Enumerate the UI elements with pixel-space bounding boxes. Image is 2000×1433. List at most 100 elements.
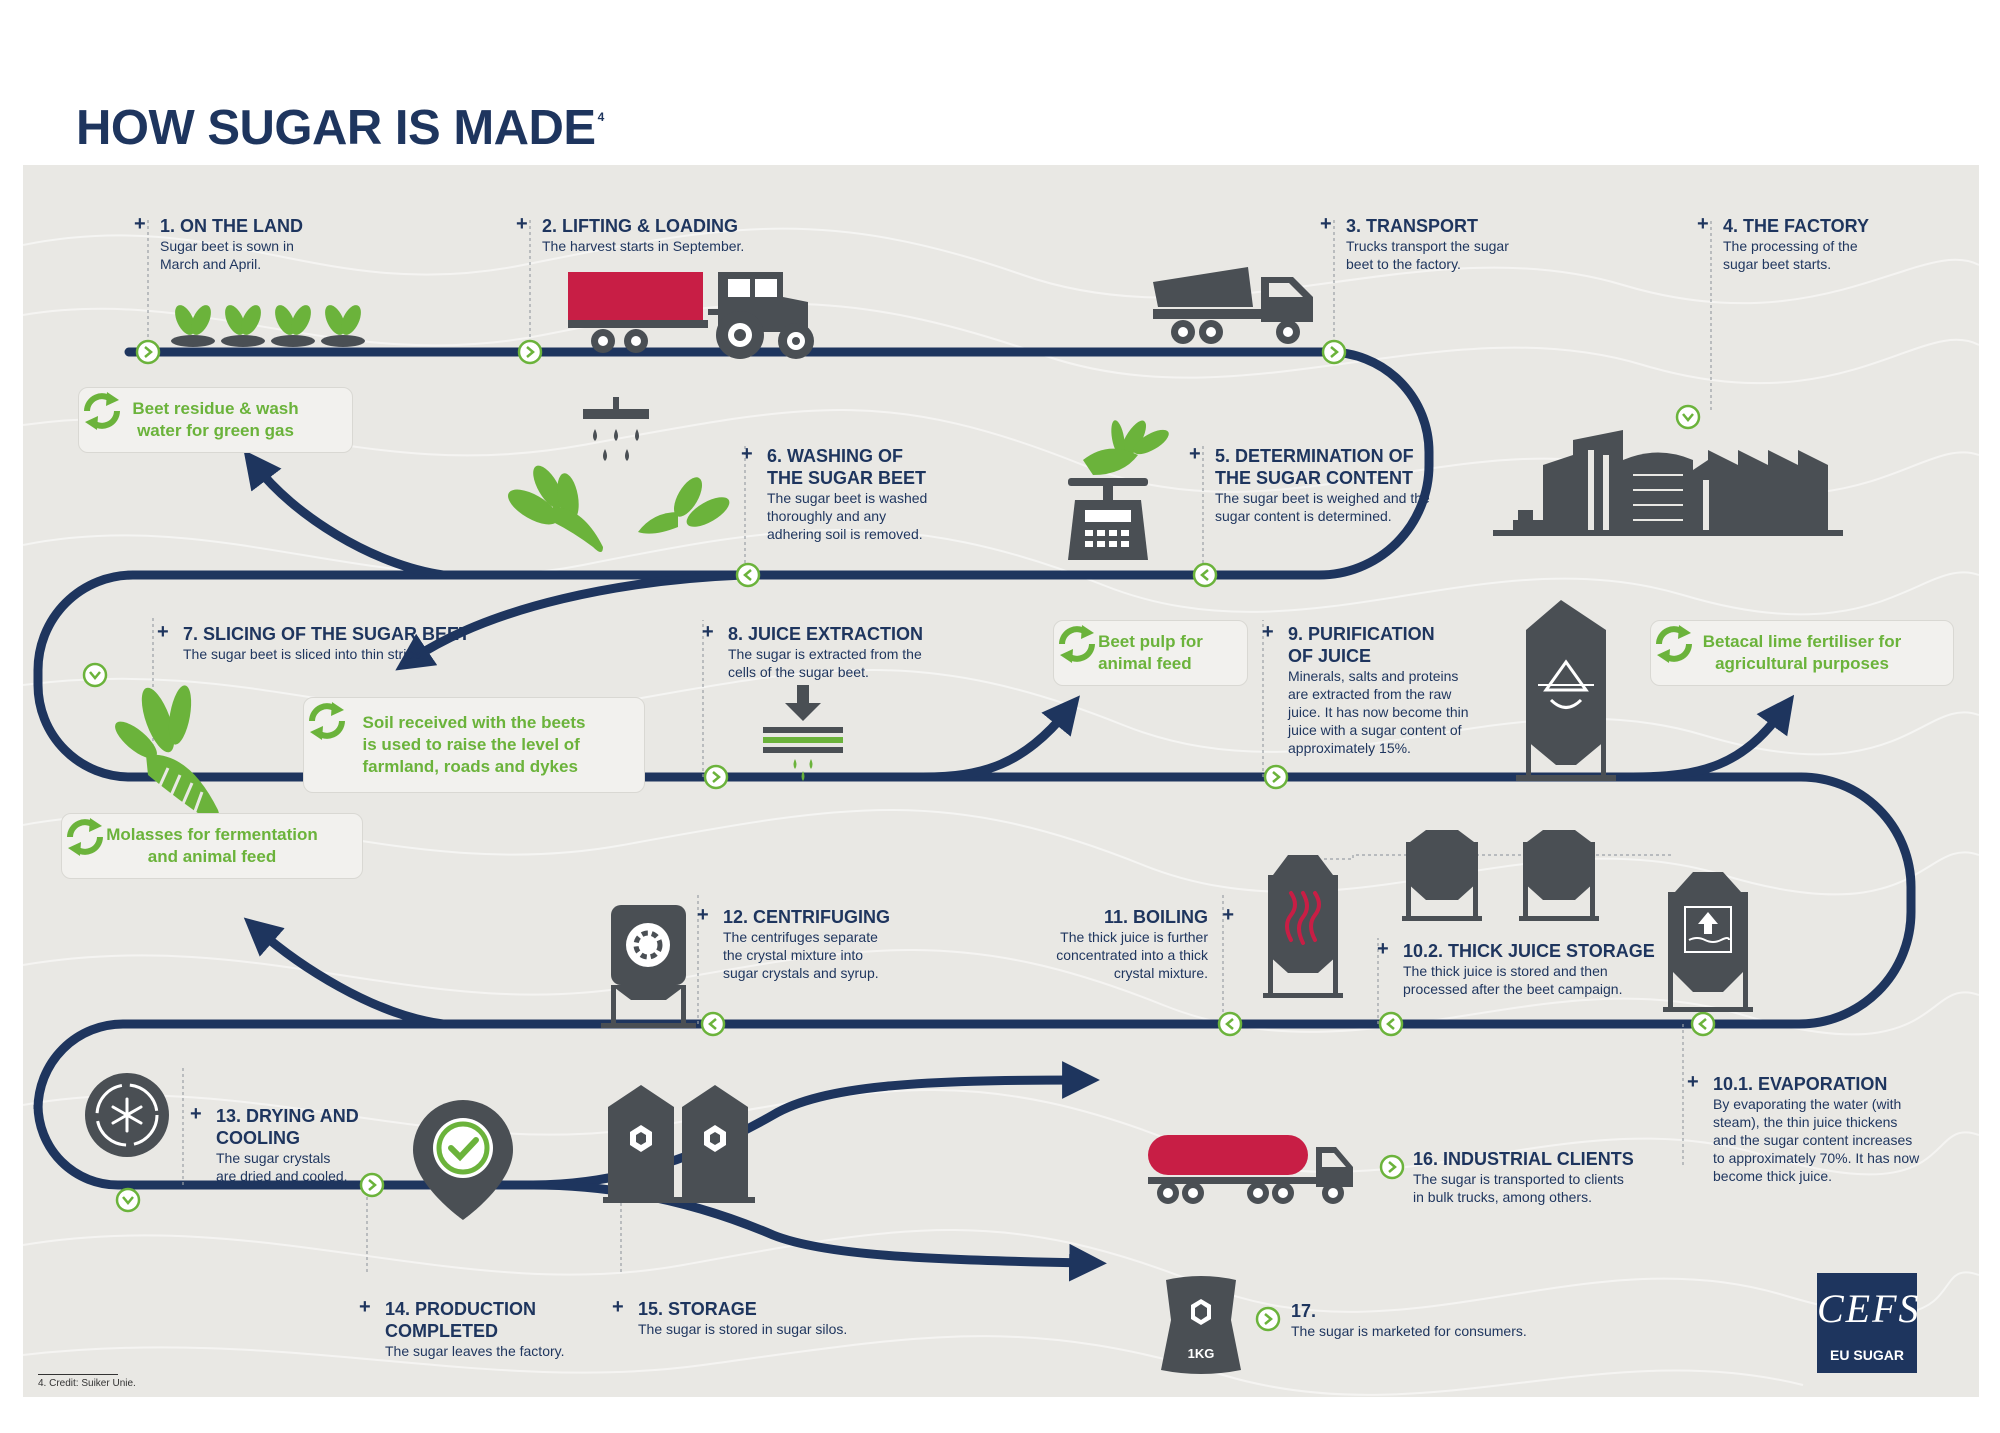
step-title: 4. THE FACTORY (1723, 216, 1870, 236)
step-title: 10.2. THICK JUICE STORAGE (1403, 941, 1655, 961)
storage-tank-icon (1519, 830, 1599, 921)
plus-icon: + (516, 213, 528, 235)
plus-icon: + (1262, 621, 1274, 643)
plus-icon: + (190, 1103, 202, 1125)
plus-icon: + (157, 621, 169, 643)
step-title: 15. STORAGE (638, 1299, 757, 1319)
dump-truck-icon (1153, 267, 1313, 344)
node-3 (1321, 339, 1347, 365)
sliced-beet-icon (115, 685, 220, 822)
step-title-2: COMPLETED (385, 1321, 499, 1341)
process-path (33, 347, 1916, 1190)
step-10-2: + 10.2. THICK JUICE STORAGE The thick ju… (1377, 938, 1655, 998)
node-10-1 (1690, 1011, 1716, 1037)
path-nodes (82, 339, 1716, 1332)
step-3: + 3. TRANSPORT Trucks transport the suga… (1320, 213, 1509, 273)
step-15: + 15. STORAGE The sugar is stored in sug… (612, 1296, 848, 1338)
step-desc: The sugar leaves the factory. (385, 1343, 565, 1359)
footnote-divider (38, 1374, 118, 1375)
step-10-1: + 10.1. EVAPORATION By evaporating the w… (1687, 1071, 1920, 1185)
centrifuge-icon (601, 905, 696, 1028)
drying-cooling-icon (85, 1073, 169, 1157)
step-title: 2. LIFTING & LOADING (542, 216, 738, 236)
beet-seedlings-icon (171, 305, 365, 347)
plus-icon: + (1687, 1071, 1699, 1093)
plus-icon: + (612, 1296, 624, 1318)
footnote: 4. Credit: Suiker Unie. (38, 1378, 136, 1389)
bag-label: 1KG (1188, 1346, 1215, 1361)
diagram-panel: 1KG + 1. ON THE LAND Sugar beet is sown … (23, 165, 1979, 1397)
recycle-icon (67, 818, 103, 856)
node-16 (1379, 1154, 1405, 1180)
step-title: 16. INDUSTRIAL CLIENTS (1413, 1149, 1634, 1169)
recycle-icon (1059, 625, 1095, 663)
step-title: 17. (1291, 1301, 1317, 1321)
step-title: 14. PRODUCTION (385, 1299, 537, 1319)
plus-icon: + (1222, 904, 1234, 926)
sugar-silos-icon (603, 1085, 755, 1203)
plus-icon: + (702, 621, 714, 643)
logo-mark: CEFS (1817, 1286, 1921, 1331)
step-14: + 14. PRODUCTION COMPLETED The sugar lea… (359, 1296, 565, 1360)
step-title: 6. WASHING OF (767, 446, 904, 466)
plus-icon: + (1320, 213, 1332, 235)
step-title-2: COOLING (216, 1128, 300, 1148)
recycle-icon (309, 702, 345, 740)
evaporator-icon (1663, 872, 1753, 1012)
node-4 (1675, 404, 1701, 430)
step-title: 10.1. EVAPORATION (1713, 1074, 1888, 1094)
step-9: + 9. PURIFICATION OF JUICE Minerals, sal… (1262, 621, 1469, 757)
node-14 (359, 1172, 385, 1198)
step-title-2: THE SUGAR BEET (767, 468, 927, 488)
factory-icon (1493, 430, 1843, 536)
node-11 (1217, 1011, 1243, 1037)
plus-icon: + (359, 1296, 371, 1318)
step-title: 13. DRYING AND (216, 1106, 359, 1126)
node-5 (1192, 562, 1218, 588)
step-17: 17. The sugar is marketed for consumers. (1291, 1300, 1527, 1340)
node-8 (703, 764, 729, 790)
step-title: 11. BOILING (1103, 907, 1208, 927)
node-2 (517, 339, 543, 365)
step-11: + 11. BOILING The thick juice is further… (1033, 904, 1234, 982)
plus-icon: + (1377, 938, 1389, 960)
step-title: 3. TRANSPORT (1346, 216, 1479, 236)
step-16: 16. INDUSTRIAL CLIENTS The sugar is tran… (1413, 1148, 1634, 1206)
plus-icon: + (697, 904, 709, 926)
node-9 (1263, 764, 1289, 790)
step-5: + 5. DETERMINATION OF THE SUGAR CONTENT … (1189, 443, 1430, 525)
step-desc: The sugar is marketed for consumers. (1291, 1323, 1527, 1339)
plus-icon: + (1697, 213, 1709, 235)
step-desc: The sugar beet is sliced into thin strip… (183, 646, 426, 662)
step-title-2: OF JUICE (1288, 646, 1372, 666)
plus-icon: + (1189, 443, 1201, 465)
step-title: 1. ON THE LAND (160, 216, 304, 236)
step-13: + 13. DRYING AND COOLING The sugar cryst… (190, 1103, 359, 1185)
step-title: 12. CENTRIFUGING (723, 907, 891, 927)
silo-icon (1516, 600, 1616, 781)
plus-icon: + (134, 213, 146, 235)
step-12: + 12. CENTRIFUGING The centrifuges separ… (697, 904, 891, 982)
step-title-2: THE SUGAR CONTENT (1215, 468, 1413, 488)
node-13 (115, 1187, 141, 1213)
sugar-bag-icon (1161, 1276, 1241, 1374)
node-7 (82, 662, 108, 688)
step-desc: The sugar is stored in sugar silos. (638, 1321, 848, 1337)
node-10-2 (1378, 1011, 1404, 1037)
tanker-truck-icon (1148, 1135, 1353, 1204)
plus-icon: + (741, 443, 753, 465)
node-17 (1255, 1306, 1281, 1332)
storage-tank-icon (1402, 830, 1482, 921)
